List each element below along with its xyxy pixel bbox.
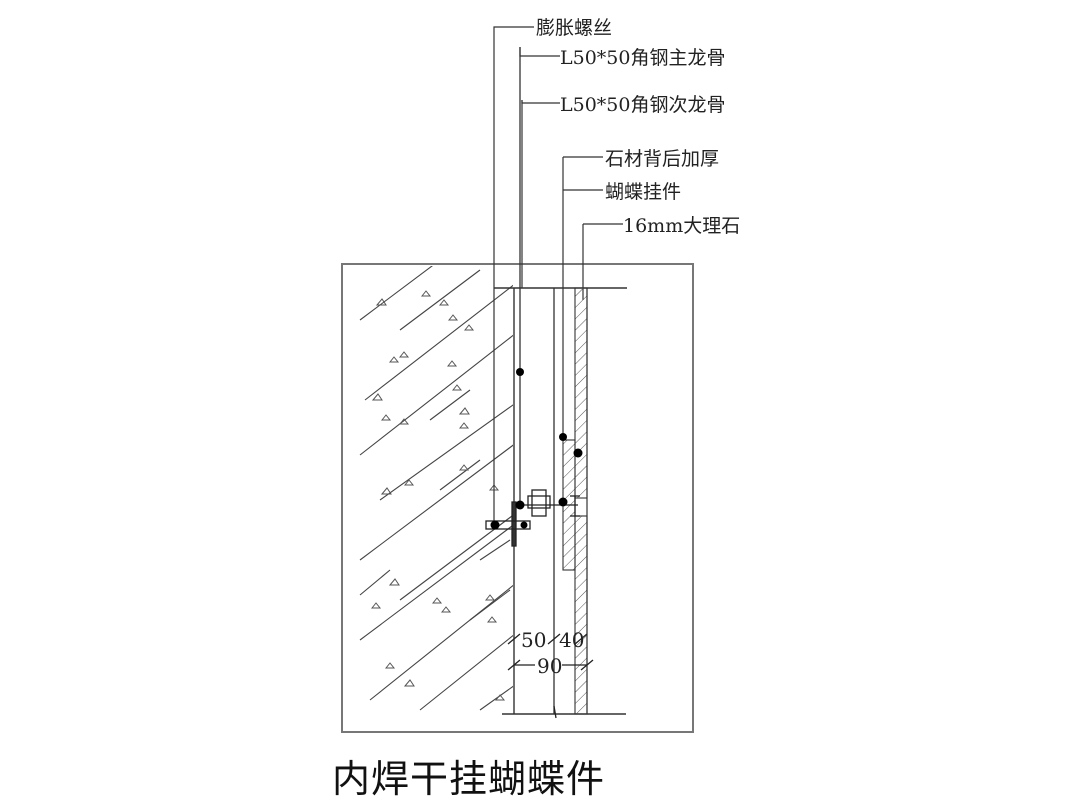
label-butterfly-hanger: 蝴蝶挂件 [605,181,681,203]
label-marble: 16mm大理石 [623,215,740,237]
label-stone-back-thickening: 石材背后加厚 [605,148,719,170]
marble-panel-upper [574,287,588,499]
label-secondary-keel: L50*50角钢次龙骨 [560,94,725,116]
butterfly-hanger-assembly [485,489,580,547]
marble-panel-lower [574,515,588,715]
dimension-40: 40 [559,628,584,652]
drawing-frame [341,263,694,733]
dimension-50: 50 [521,628,546,652]
aggregate-marks [370,290,506,701]
label-expansion-bolt: 膨胀螺丝 [536,17,612,39]
dimension-90: 90 [537,654,562,678]
concrete-wall [359,266,513,711]
diagram-title: 内焊干挂蝴蝶件 [332,757,606,801]
weld-nodes [490,368,583,530]
dimension-lines [507,633,594,719]
leader-lines [493,26,623,264]
label-main-keel: L50*50角钢主龙骨 [560,47,725,69]
